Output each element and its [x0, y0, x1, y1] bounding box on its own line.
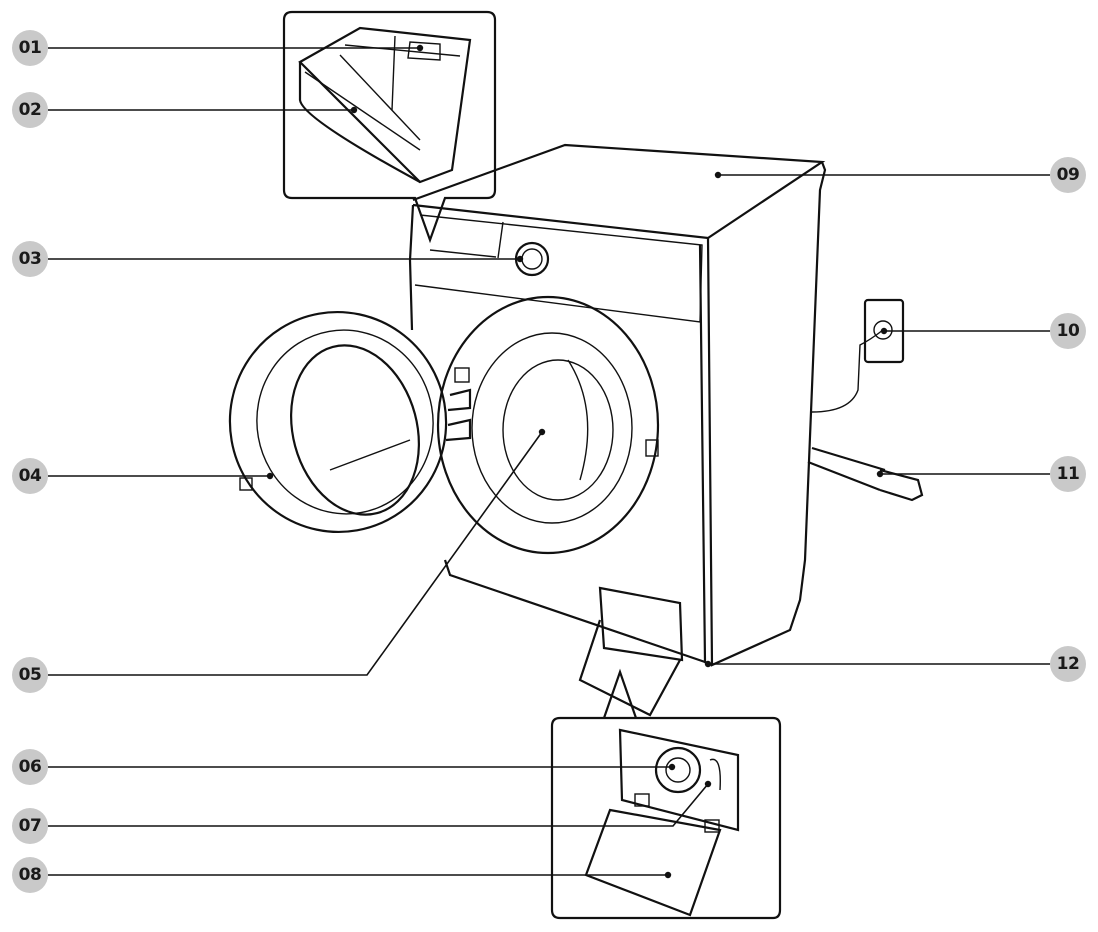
callout-10: 10 — [1050, 313, 1086, 349]
callout-06: 06 — [12, 749, 48, 785]
power-cord — [811, 298, 905, 413]
callout-11: 11 — [1050, 456, 1086, 492]
callout-03: 03 — [12, 241, 48, 277]
open-door — [228, 310, 448, 534]
callout-12: 12 — [1050, 646, 1086, 682]
leader-dots — [266, 44, 888, 879]
drain-hose — [807, 446, 924, 502]
callout-05: 05 — [12, 657, 48, 693]
filter-inset — [550, 586, 782, 920]
drum-opening — [436, 295, 660, 555]
machine-body — [408, 143, 827, 667]
callout-09: 09 — [1050, 157, 1086, 193]
callout-01: 01 — [12, 30, 48, 66]
callout-08: 08 — [12, 857, 48, 893]
callout-07: 07 — [12, 808, 48, 844]
drawer-inset — [282, 10, 497, 244]
callout-02: 02 — [12, 92, 48, 128]
callout-04: 04 — [12, 458, 48, 494]
leader-lines — [48, 47, 1050, 876]
